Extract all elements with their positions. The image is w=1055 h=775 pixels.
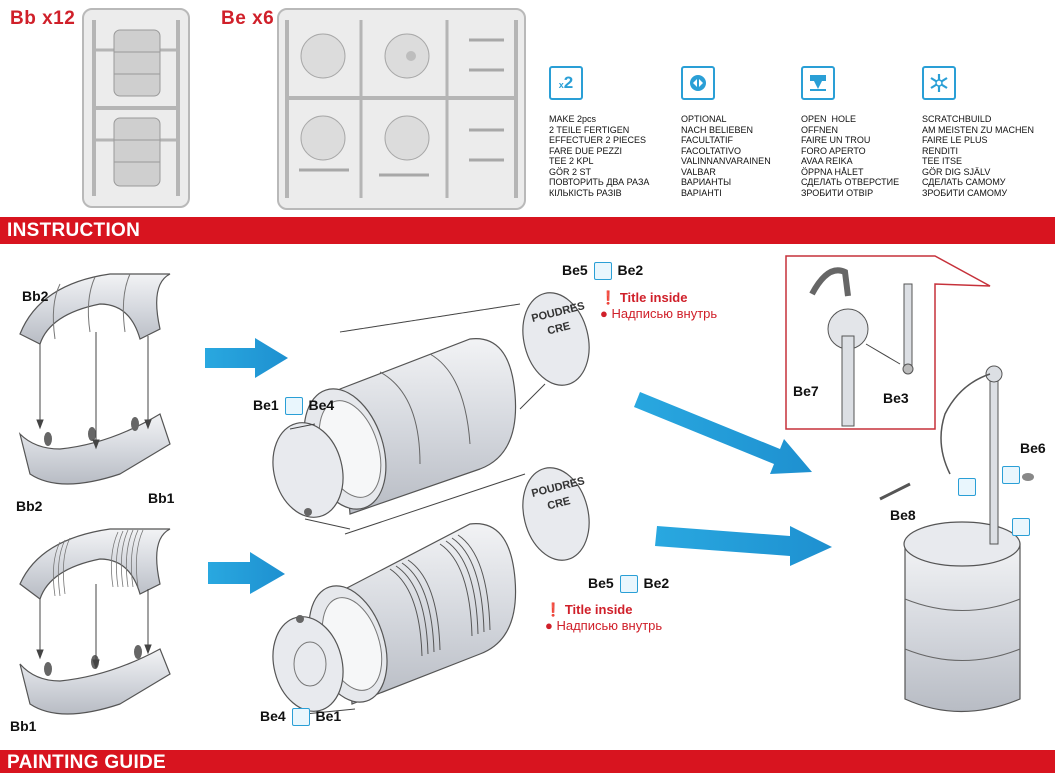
legend-open-hole-text: OPEN HOLE OFFNEN FAIRE UN TROU FORO APER…: [801, 114, 900, 198]
step-arrows: [205, 338, 832, 594]
note-title-inside-ru: ● Надписью внутрь: [600, 306, 718, 321]
bb1-assembly-lines: [36, 584, 152, 670]
optional-icon: [681, 66, 715, 100]
label-be2-bot: Be2: [643, 575, 670, 591]
legend-open-hole: OPEN HOLE OFFNEN FAIRE UN TROU FORO APER…: [801, 66, 899, 198]
open-hole-icon: [1012, 518, 1030, 536]
label-be1-bot: Be1: [315, 708, 342, 724]
sprue-be-title: Be x6: [221, 8, 275, 29]
painting-guide-banner: PAINTING GUIDE: [0, 750, 1055, 773]
label-be7: Be7: [793, 383, 819, 399]
note-title-inside-bottom: ❗ Title inside ● Надписью внутрь: [545, 602, 662, 633]
sprue-be-drawing: [285, 20, 518, 198]
legend-optional: OPTIONAL NACH BELIEBEN FACULTATIF FACOLT…: [681, 66, 771, 198]
instruction-diagram: [18, 255, 1034, 715]
make-two-icon: x2: [549, 66, 583, 100]
label-be1-top: Be1: [253, 397, 279, 413]
legend-scratchbuild: SCRATCHBUILD AM MEISTEN ZU MACHEN FAIRE …: [922, 66, 1034, 198]
note-title-inside-ru-bottom: ● Надписью внутрь: [545, 618, 663, 633]
label-be6: Be6: [1020, 440, 1046, 456]
sprue-bb-frame: [82, 8, 190, 208]
label-be8: Be8: [890, 507, 916, 523]
sprue-bb-drawing: [92, 20, 180, 196]
optional-icon: [291, 708, 310, 727]
label-be4-bot: Be4: [260, 708, 286, 724]
drum-top-assembly: [272, 292, 590, 530]
label-be3: Be3: [883, 390, 909, 406]
pump-detail-inset: [785, 255, 991, 430]
instruction-banner: INSTRUCTION: [0, 217, 1055, 244]
note-title-inside-en-bottom: ❗ Title inside: [545, 602, 633, 617]
bb2-assembly-lines: [36, 332, 152, 450]
label-bb2-top: Bb2: [22, 288, 49, 304]
label-be5-bot: Be5: [588, 575, 614, 591]
scratchbuild-icon: [922, 66, 956, 100]
scratchbuild-icon: [958, 478, 976, 496]
bb2-lower-half: [18, 413, 171, 485]
legend-scratchbuild-text: SCRATCHBUILD AM MEISTEN ZU MACHEN FAIRE …: [922, 114, 1035, 198]
label-bb1-bottom: Bb1: [10, 718, 37, 734]
optional-icon: [593, 262, 612, 281]
bb2-upper-half: [19, 273, 171, 345]
bb1-upper-half: [19, 528, 171, 600]
bb1-lower-half: [19, 645, 171, 715]
label-be2-top: Be2: [617, 262, 644, 278]
open-hole-icon: [801, 66, 835, 100]
label-be4-top: Be4: [308, 397, 335, 413]
optional-icon: [1002, 466, 1020, 484]
label-be1-be4-top: Be1 Be4: [253, 397, 335, 416]
label-bb1-top: Bb1: [148, 490, 175, 506]
label-be4-be1-bottom: Be4 Be1: [260, 708, 342, 727]
label-be5-top: Be5: [562, 262, 588, 278]
optional-icon: [619, 575, 638, 594]
sprue-bb-title: Bb x12: [10, 8, 76, 29]
drum-bottom-assembly: [272, 467, 590, 715]
finished-drum: [879, 365, 1034, 713]
legend-make2: x2 MAKE 2pcs 2 TEILE FERTIGEN EFFECTUER …: [549, 66, 649, 198]
legend-optional-text: OPTIONAL NACH BELIEBEN FACULTATIF FACOLT…: [681, 114, 771, 198]
sprue-be-frame: [277, 8, 526, 210]
legend-make2-text: MAKE 2pcs 2 TEILE FERTIGEN EFFECTUER 2 P…: [549, 114, 650, 198]
note-title-inside-en: ❗ Title inside: [600, 290, 688, 305]
note-title-inside-top: ❗ Title inside ● Надписью внутрь: [600, 290, 717, 321]
optional-icon: [284, 397, 303, 416]
label-be5-be2-top: Be5 Be2: [562, 262, 644, 281]
label-be5-be2-bottom: Be5 Be2: [588, 575, 670, 594]
label-bb2-bottom: Bb2: [16, 498, 43, 514]
